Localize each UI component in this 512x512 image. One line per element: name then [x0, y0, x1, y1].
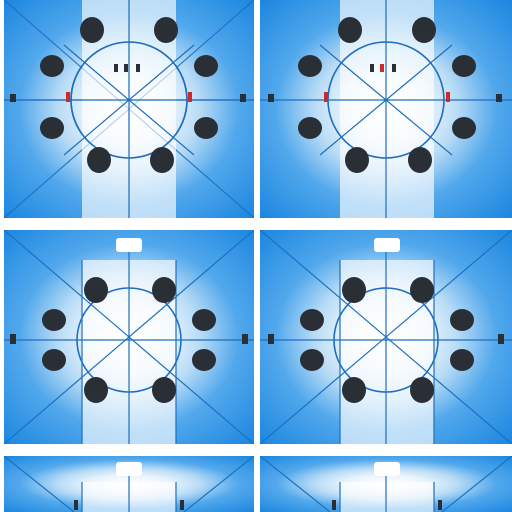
- pattern-tile-1: [4, 0, 254, 218]
- radial-dial-icon: [260, 456, 512, 512]
- pattern-tile-6: [260, 456, 512, 512]
- pattern-tile-2: [260, 0, 512, 218]
- radial-dial-icon: [4, 456, 254, 512]
- radial-dial-icon: [4, 0, 254, 218]
- pattern-tile-5: [4, 456, 254, 512]
- radial-dial-icon: [260, 230, 512, 444]
- radial-dial-icon: [4, 230, 254, 444]
- radial-dial-icon: [260, 0, 512, 218]
- pattern-tile-4: [260, 230, 512, 444]
- pattern-tile-3: [4, 230, 254, 444]
